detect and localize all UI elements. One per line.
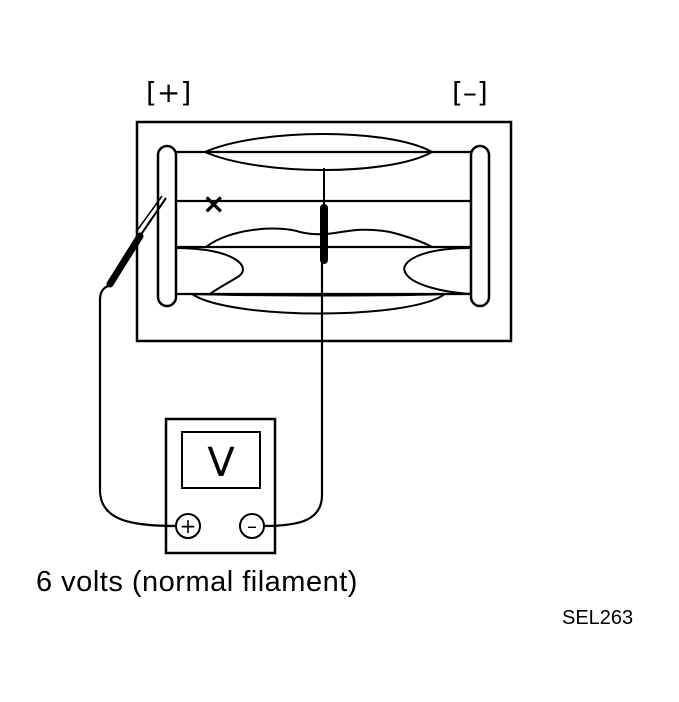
left-lobe — [175, 247, 244, 295]
negative-test-lead-wire — [263, 262, 324, 528]
negative-bus-bar — [469, 144, 491, 308]
positive-probe-tip-edge — [135, 195, 163, 233]
broken-filament-mark: × — [202, 187, 225, 220]
wave-shape-middle — [205, 227, 433, 248]
positive-probe-body — [106, 232, 144, 288]
defroster-pattern — [175, 133, 472, 315]
positive-bus-bar — [156, 144, 178, 308]
voltmeter-symbol: V — [207, 440, 235, 486]
negative-terminal-label: [–] — [452, 76, 488, 109]
figure-code: SEL263 — [562, 607, 634, 629]
lens-shape-bottom — [188, 292, 449, 315]
lens-shape-top — [202, 133, 435, 171]
measurement-caption: 6 volts (normal filament) — [36, 566, 358, 598]
meter-positive-sign: + — [180, 514, 197, 538]
meter-negative-sign: – — [247, 514, 257, 538]
positive-terminal-label: [+] — [146, 76, 191, 109]
positive-probe-tip — [139, 197, 167, 237]
right-lobe — [403, 247, 472, 295]
positive-test-lead-wire — [98, 284, 177, 528]
voltmeter-display — [181, 431, 261, 489]
